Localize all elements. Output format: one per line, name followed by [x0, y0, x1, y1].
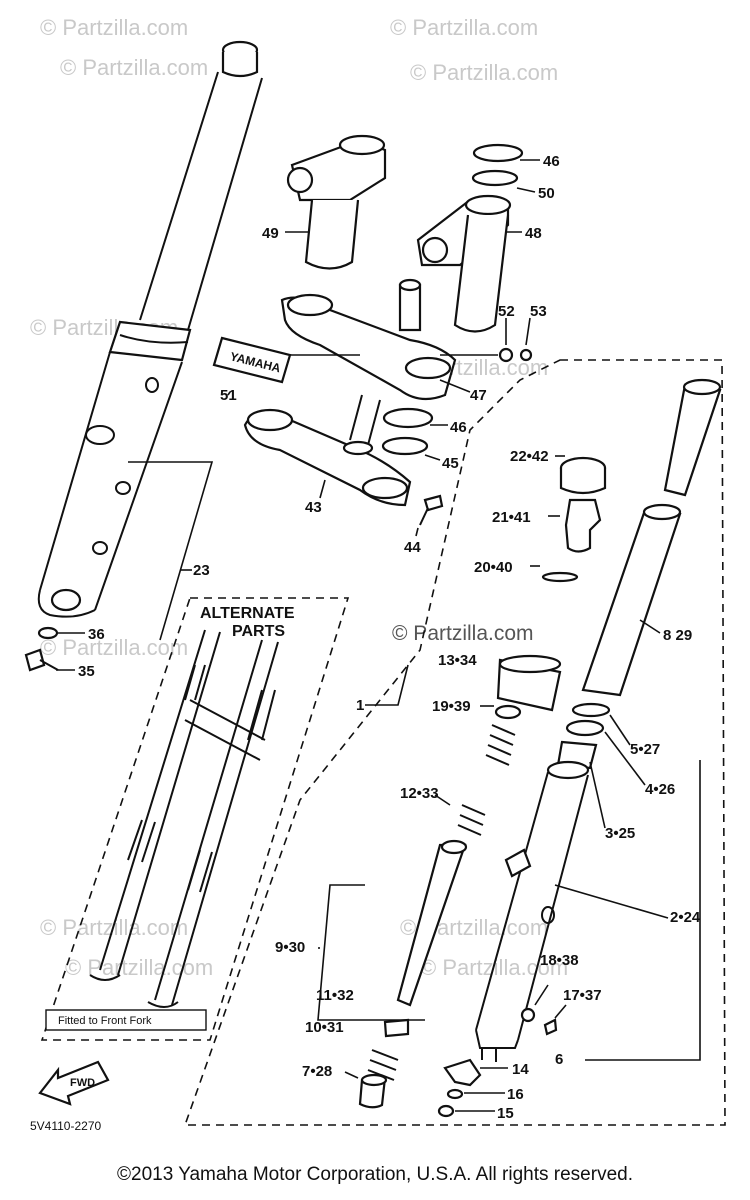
- callout-53: 53: [530, 303, 547, 320]
- callout-21-41: 21•41: [492, 509, 531, 526]
- callout-17-37: 17•37: [563, 987, 602, 1004]
- callout-16: 16: [507, 1086, 524, 1103]
- yamaha-emblem: YAMAHA 51: [212, 336, 292, 404]
- callout-52: 52: [498, 303, 515, 320]
- steering-stem: 46 45 43 44: [243, 394, 467, 556]
- callout-2-24: 2•24: [670, 909, 701, 926]
- callout-49: 49: [262, 225, 279, 242]
- callout-46-top: 46: [543, 153, 560, 170]
- alternate-parts-box: ALTERNATE PARTS Fitted to Front Fork: [40, 597, 350, 1041]
- copyright-notice: ©2013 Yamaha Motor Corporation, U.S.A. A…: [117, 1164, 633, 1185]
- callout-20-40: 20•40: [474, 559, 513, 576]
- callout-14: 14: [512, 1061, 529, 1078]
- watermark: © Partzilla.com: [65, 955, 213, 980]
- callout-12-33: 12•33: [400, 785, 439, 802]
- callout-7-28: 7•28: [302, 1063, 332, 1080]
- callout-23: 23: [193, 562, 210, 579]
- callout-3-25: 3•25: [605, 825, 635, 842]
- fwd-label: FWD: [70, 1077, 95, 1089]
- watermark-layer: © Partzilla.com © Partzilla.com © Partzi…: [30, 15, 568, 980]
- watermark: © Partzilla.com: [40, 15, 188, 40]
- handlebar-clamps: 49 48 46 50: [262, 134, 560, 333]
- callout-13-34: 13•34: [438, 652, 477, 669]
- callout-45: 45: [442, 455, 459, 472]
- callout-36: 36: [88, 626, 105, 643]
- callout-9-30: 9•30: [275, 939, 305, 956]
- drawing-code: 5V4110-2270: [30, 1119, 102, 1133]
- callout-51: 51: [220, 387, 237, 404]
- alternate-parts-subtitle: PARTS: [232, 623, 285, 640]
- watermark: © Partzilla.com: [390, 15, 538, 40]
- callout-19-39: 19•39: [432, 698, 471, 715]
- watermark: © Partzilla.com: [410, 60, 558, 85]
- center-watermark: © Partzilla.com: [392, 622, 534, 645]
- callout-43: 43: [305, 499, 322, 516]
- alternate-parts-note: Fitted to Front Fork: [58, 1015, 152, 1027]
- right-fork-parts: 8 29 22•42 21•41 20•40 13•34 19•39 12•33…: [275, 378, 722, 1122]
- callout-35: 35: [78, 663, 95, 680]
- callout-18-38: 18•38: [540, 952, 579, 969]
- callout-10-31: 10•31: [305, 1019, 344, 1036]
- callout-15: 15: [497, 1105, 514, 1122]
- watermark: © Partzilla.com: [40, 635, 188, 660]
- callout-6: 6: [555, 1051, 563, 1068]
- callout-47: 47: [470, 387, 487, 404]
- callout-22-42: 22•42: [510, 448, 549, 465]
- callout-1: 1: [356, 697, 364, 714]
- callout-5-27: 5•27: [630, 741, 660, 758]
- callout-44: 44: [404, 539, 421, 556]
- callout-50: 50: [538, 185, 555, 202]
- right-fork-envelope: [183, 359, 726, 1126]
- left-fork-assembly: 23 36 35: [24, 40, 263, 680]
- callout-48: 48: [525, 225, 542, 242]
- upper-triple-clamp: 47 52 53: [280, 278, 547, 404]
- fwd-arrow: FWD: [38, 1060, 110, 1106]
- callout-8-29: 8 29: [663, 627, 692, 644]
- callout-4-26: 4•26: [645, 781, 675, 798]
- watermark: © Partzilla.com: [60, 55, 208, 80]
- callout-11-32: 11•32: [316, 987, 354, 1004]
- callout-46-mid: 46: [450, 419, 467, 436]
- alternate-parts-title: ALTERNATE: [200, 605, 295, 622]
